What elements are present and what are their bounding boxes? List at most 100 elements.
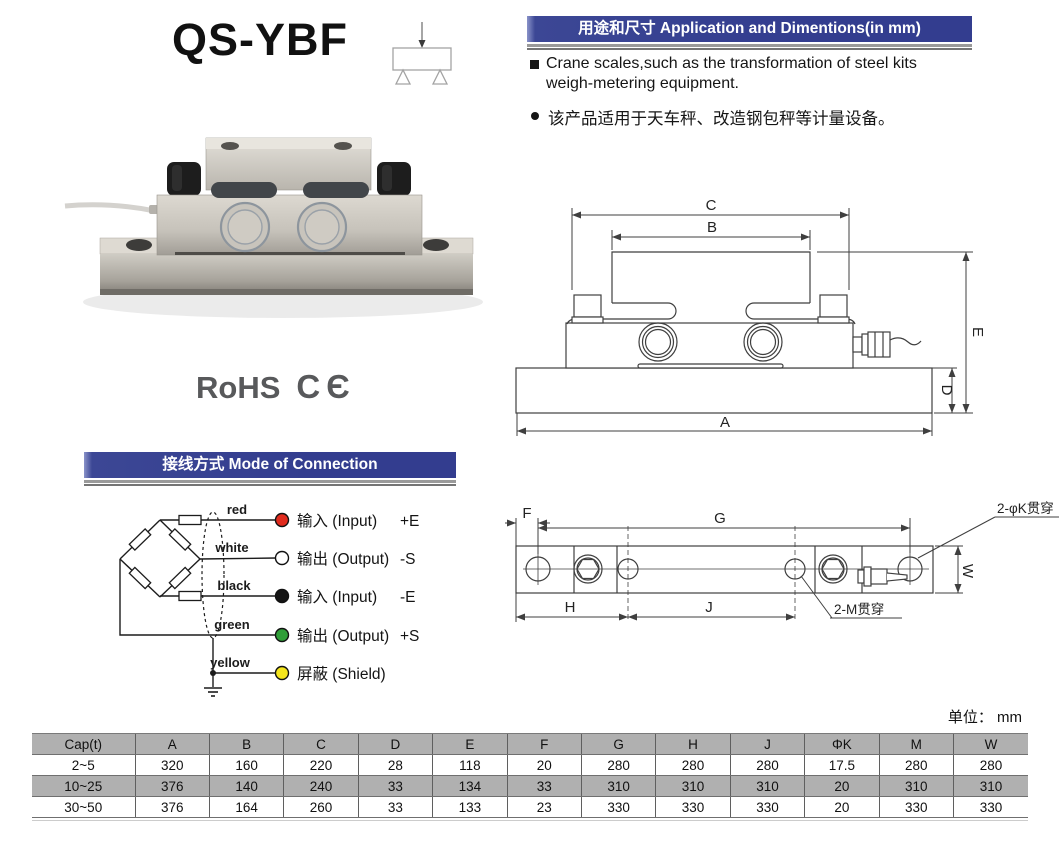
col-header: D <box>357 733 433 755</box>
ground-symbol <box>204 687 222 697</box>
cell: 220 <box>283 754 359 776</box>
cell: 164 <box>208 796 284 818</box>
pin-label-yellow: 屏蔽 (Shield) <box>297 665 386 683</box>
signal-green: +S <box>400 628 419 645</box>
cell: 330 <box>729 796 805 818</box>
cell: 280 <box>580 754 656 776</box>
signal-white: -S <box>400 551 416 568</box>
dim-F: F <box>522 505 531 522</box>
connection-section-header: 接线方式 Mode of Connection <box>84 452 456 478</box>
wire-name-white: white <box>214 540 248 555</box>
cable <box>64 202 156 214</box>
cell: 10~25 <box>32 775 135 797</box>
wire-name-green: green <box>214 617 249 632</box>
cell: 330 <box>655 796 731 818</box>
cell: 33 <box>506 775 582 797</box>
cable-ellipse <box>201 511 225 639</box>
dim-W: W <box>959 564 976 579</box>
col-header: A <box>134 733 210 755</box>
terminal-yellow <box>274 665 290 681</box>
side-load-plate <box>637 363 784 369</box>
cell: 33 <box>357 775 433 797</box>
cell: 330 <box>878 796 954 818</box>
application-header-underline <box>527 44 972 50</box>
terminal-green <box>274 627 290 643</box>
cell: 160 <box>208 754 284 776</box>
terminal-black <box>274 588 290 604</box>
slot-right <box>303 182 369 198</box>
connection-header-underline <box>84 480 456 486</box>
col-header: E <box>432 733 508 755</box>
dimension-table-header: Cap(t) A B C D E F G H J ΦK M W <box>32 733 1028 755</box>
side-base <box>515 367 933 414</box>
dim-B: B <box>707 219 717 236</box>
col-header: W <box>952 733 1028 755</box>
col-header: B <box>208 733 284 755</box>
col-header: ΦK <box>804 733 880 755</box>
cell: 310 <box>655 775 731 797</box>
side-top-block <box>611 251 811 303</box>
unit-note: 单位： mm <box>947 709 1022 726</box>
ce-mark: CЄ <box>296 368 356 405</box>
pin-label-black: 输入 (Input) <box>297 588 377 606</box>
signal-red: +E <box>400 513 419 530</box>
cell: 134 <box>432 775 508 797</box>
cell: 240 <box>283 775 359 797</box>
col-header: Cap(t) <box>32 733 135 755</box>
cell: 33 <box>357 796 433 818</box>
round-bullet-icon <box>531 112 539 120</box>
application-section-header: 用途和尺寸 Application and Dimentions(in mm) <box>527 16 972 42</box>
dim-J: J <box>705 599 713 616</box>
col-header: G <box>580 733 656 755</box>
side-view-drawing: C B E D A <box>515 197 986 436</box>
col-header: H <box>655 733 731 755</box>
col-header: F <box>506 733 582 755</box>
wire-name-yellow: yellow <box>210 655 251 670</box>
cell: 260 <box>283 796 359 818</box>
cell: 376 <box>134 796 210 818</box>
body <box>156 194 423 256</box>
table-bottom-rule <box>32 820 1028 821</box>
cell: 23 <box>506 796 582 818</box>
cell: 20 <box>804 796 880 818</box>
dim-E: E <box>969 327 986 337</box>
terminal-white <box>274 550 290 566</box>
wiring-diagram: red white black green yellow 输入 (Input) … <box>119 502 419 697</box>
side-slot-left <box>566 302 677 325</box>
bolt-right <box>818 554 848 584</box>
page-title: QS-YBF <box>172 14 349 65</box>
col-header: M <box>878 733 954 755</box>
pin-label-red: 输入 (Input) <box>297 512 377 530</box>
cell: 20 <box>804 775 880 797</box>
strain-gauges <box>128 514 202 602</box>
cell: 376 <box>134 775 210 797</box>
cell: 310 <box>952 775 1028 797</box>
dim-C: C <box>706 197 717 214</box>
application-bullet-cn: 该产品适用于天车秤、改造钢包秤等计量设备。 <box>548 110 895 128</box>
cell: 20 <box>506 754 582 776</box>
cell: 280 <box>952 754 1028 776</box>
top-cable-gland <box>857 569 865 584</box>
wire-name-red: red <box>227 502 247 517</box>
cell: 140 <box>208 775 284 797</box>
side-body <box>565 322 854 369</box>
bolt-left <box>573 554 603 584</box>
cell: 118 <box>432 754 508 776</box>
cell: 310 <box>878 775 954 797</box>
wire-name-black: black <box>217 578 251 593</box>
cell: 280 <box>878 754 954 776</box>
top-view-drawing: F G H J W 2-φK贯穿 2-M贯穿 <box>505 501 1059 622</box>
side-bolt-right <box>819 294 848 318</box>
cell: 280 <box>729 754 805 776</box>
dim-A: A <box>720 414 730 431</box>
square-bullet-icon <box>530 60 539 69</box>
application-bullet-en: Crane scales,such as the transformation … <box>546 55 917 92</box>
cell: 330 <box>580 796 656 818</box>
cell: 320 <box>134 754 210 776</box>
